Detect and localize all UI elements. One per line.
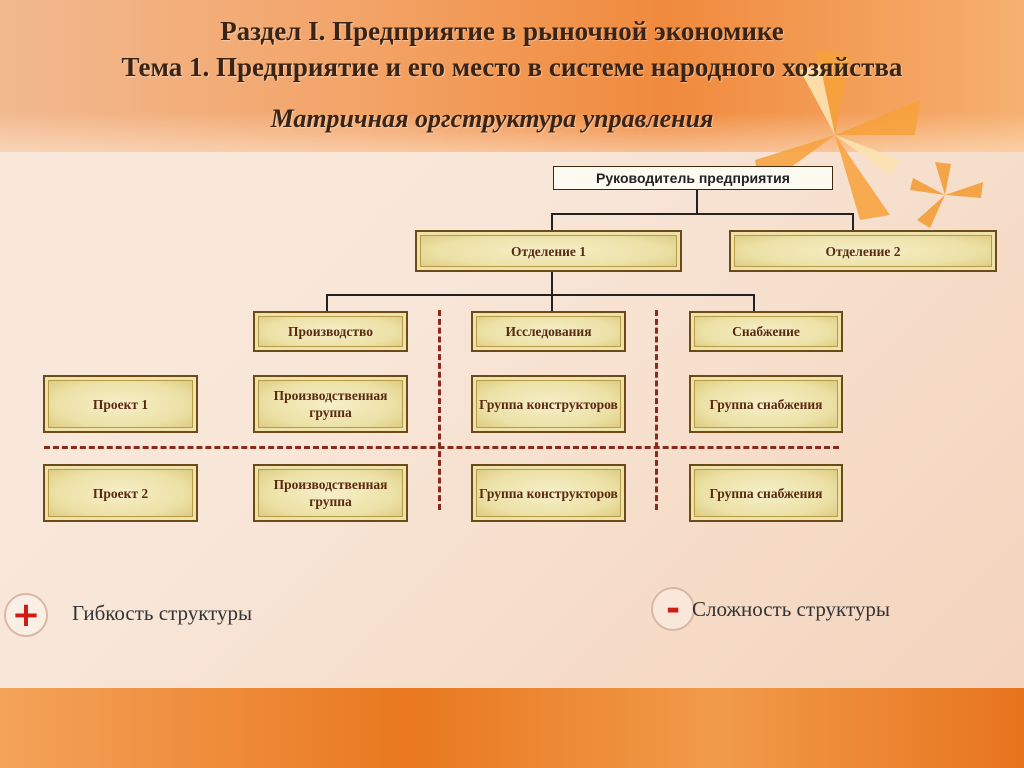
matrix-divider-1 [438,310,441,510]
topic-title: Тема 1. Предприятие и его место в систем… [121,52,903,82]
connector-divisions-h [551,213,853,215]
connector-production-down [326,294,328,312]
cell-supply-group-1: Группа снабжения [689,375,843,433]
cell-research-group-2: Группа конструкторов [471,464,626,522]
matrix-divider-projects [44,446,839,449]
connector-supply-down [753,294,755,312]
connector-div1-to-functions [551,270,553,295]
connector-div2-down [852,213,854,231]
cell-production-group-1: Производственная группа [253,375,408,433]
function-research-box: Исследования [471,311,626,352]
connector-functions-h [326,294,754,296]
cell-supply-group-2: Группа снабжения [689,464,843,522]
advantage-text: Гибкость структуры [72,601,253,625]
disadvantage-text: Сложность структуры [692,597,890,621]
decorative-star-small [910,162,983,228]
cell-production-group-2: Производственная группа [253,464,408,522]
minus-icon: - [651,587,695,631]
connector-research-down [551,294,553,312]
plus-icon: + [4,593,48,637]
project-2-box: Проект 2 [43,464,198,522]
project-1-box: Проект 1 [43,375,198,433]
connector-head-down [696,189,698,214]
cell-research-group-1: Группа конструкторов [471,375,626,433]
slide-subtitle: Матричная оргструктура управления [270,104,714,133]
matrix-divider-2 [655,310,658,510]
section-title: Раздел I. Предприятие в рыночной экономи… [220,16,784,46]
footer-band [0,688,1024,768]
head-box: Руководитель предприятия [553,166,833,190]
function-supply-box: Снабжение [689,311,843,352]
connector-div1-down [551,213,553,231]
function-production-box: Производство [253,311,408,352]
division-2-box: Отделение 2 [729,230,997,272]
division-1-box: Отделение 1 [415,230,682,272]
